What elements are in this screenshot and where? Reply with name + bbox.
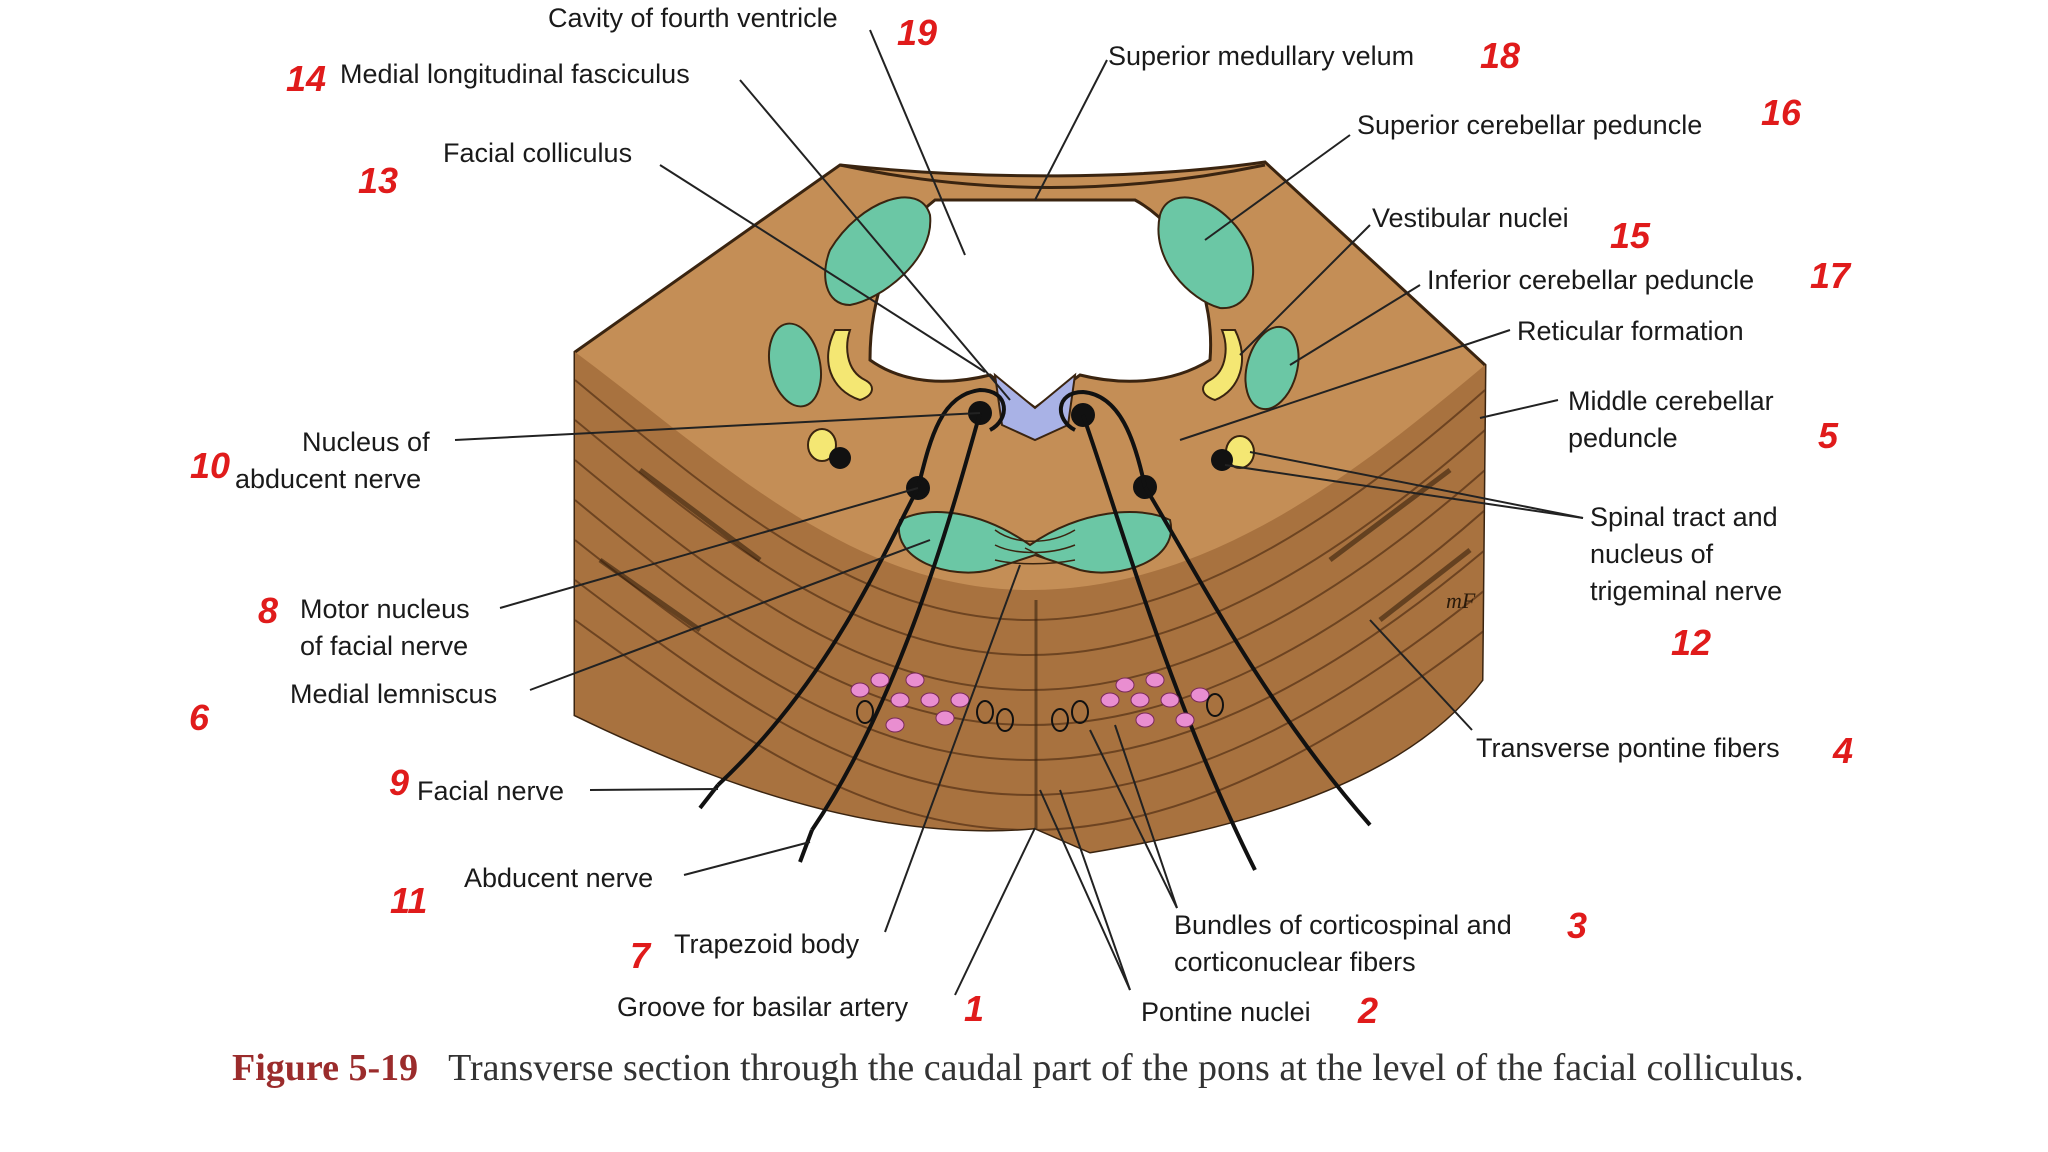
- caption-text: Transverse section through the caudal pa…: [448, 1047, 1804, 1089]
- label-middle-cerebellar-peduncle-line2: peduncle: [1568, 420, 1678, 456]
- label-reticular-formation: Reticular formation: [1517, 313, 1744, 349]
- label-groove-basilar-artery: Groove for basilar artery: [617, 989, 908, 1025]
- label-middle-cerebellar-peduncle-line1: Middle cerebellar: [1568, 383, 1774, 419]
- label-facial-nerve: Facial nerve: [417, 773, 564, 809]
- label-spinal-tract-line2: nucleus of: [1590, 536, 1713, 572]
- number-17: 17: [1810, 255, 1850, 297]
- number-14: 14: [286, 58, 326, 100]
- label-medial-lemniscus: Medial lemniscus: [290, 676, 497, 712]
- label-medial-longitudinal-fasciculus: Medial longitudinal fasciculus: [340, 56, 690, 92]
- caption-figure-number: Figure 5-19: [232, 1047, 418, 1089]
- label-inferior-cerebellar-peduncle: Inferior cerebellar peduncle: [1427, 262, 1754, 298]
- number-3: 3: [1567, 905, 1587, 947]
- label-bundles-line2: corticonuclear fibers: [1174, 944, 1416, 980]
- number-13: 13: [358, 160, 398, 202]
- number-18: 18: [1480, 35, 1520, 77]
- label-facial-colliculus: Facial colliculus: [443, 135, 632, 171]
- number-19: 19: [897, 12, 937, 54]
- number-7: 7: [630, 935, 650, 977]
- label-nucleus-abducent-line1: Nucleus of: [302, 424, 430, 460]
- label-transverse-pontine-fibers: Transverse pontine fibers: [1476, 730, 1780, 766]
- label-spinal-tract-line3: trigeminal nerve: [1590, 573, 1782, 609]
- number-11: 11: [390, 880, 427, 922]
- number-4: 4: [1833, 730, 1853, 772]
- label-spinal-tract-line1: Spinal tract and: [1590, 499, 1778, 535]
- label-motor-nucleus-line2: of facial nerve: [300, 628, 468, 664]
- number-15: 15: [1610, 215, 1650, 257]
- label-pontine-nuclei: Pontine nuclei: [1141, 994, 1311, 1030]
- label-cavity-fourth-ventricle: Cavity of fourth ventricle: [548, 0, 838, 36]
- label-bundles-line1: Bundles of corticospinal and: [1174, 907, 1512, 943]
- number-1: 1: [964, 988, 984, 1030]
- number-8: 8: [258, 590, 278, 632]
- trigeminal-nucleus-left: [829, 447, 851, 469]
- label-vestibular-nuclei: Vestibular nuclei: [1372, 200, 1569, 236]
- trigeminal-nucleus-right: [1211, 449, 1233, 471]
- artist-signature: mF: [1446, 588, 1476, 613]
- label-superior-cerebellar-peduncle: Superior cerebellar peduncle: [1357, 107, 1702, 143]
- label-motor-nucleus-line1: Motor nucleus: [300, 591, 470, 627]
- number-6: 6: [189, 697, 209, 739]
- label-superior-medullary-velum: Superior medullary velum: [1108, 38, 1414, 74]
- label-abducent-nerve: Abducent nerve: [464, 860, 653, 896]
- number-2: 2: [1358, 990, 1378, 1032]
- number-9: 9: [389, 762, 409, 804]
- number-10: 10: [190, 445, 230, 487]
- figure-caption: Figure 5-19 Transverse section through th…: [232, 1046, 1852, 1090]
- label-trapezoid-body: Trapezoid body: [674, 926, 859, 962]
- label-nucleus-abducent-line2: abducent nerve: [235, 461, 421, 497]
- number-12: 12: [1671, 622, 1711, 664]
- number-16: 16: [1761, 92, 1801, 134]
- number-5: 5: [1818, 415, 1838, 457]
